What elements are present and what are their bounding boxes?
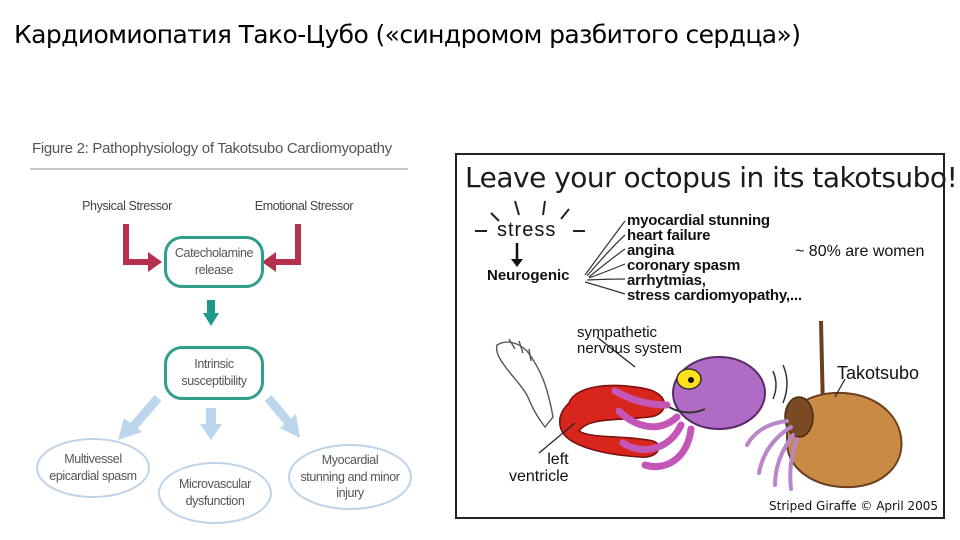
motion-lines xyxy=(773,365,787,403)
left-ventricle-line1: left xyxy=(509,451,569,468)
effect-item: angina xyxy=(627,243,802,258)
outcome-microvascular: Microvascular dysfunction xyxy=(158,462,272,524)
effect-item: coronary spasm xyxy=(627,258,802,273)
stress-label: stress xyxy=(497,219,556,242)
outcome-arrow-center xyxy=(200,408,222,440)
outcome-myocardial: Myocardial stunning and minor injury xyxy=(288,444,412,510)
intrinsic-susceptibility-label: Intrinsic susceptibility xyxy=(167,356,261,390)
effect-item: myocardial stunning xyxy=(627,213,802,228)
effect-lines xyxy=(585,221,625,294)
neurogenic-label: Neurogenic xyxy=(487,267,570,284)
catecholamine-box: Catecholamine release xyxy=(164,236,264,288)
sympathetic-label: sympathetic nervous system xyxy=(577,325,682,357)
women-label: ~ 80% are women xyxy=(795,243,924,261)
effect-item: heart failure xyxy=(627,228,802,243)
outcome-multivessel-label: Multivessel epicardial spasm xyxy=(48,451,138,485)
catecholamine-label: Catecholamine release xyxy=(167,245,261,279)
outcome-arrow-right xyxy=(268,398,300,438)
takotsubo-cartoon: Leave your octopus in its takotsubo! xyxy=(455,153,945,519)
emotional-stressor-arrow xyxy=(262,224,298,272)
sympathetic-line2: nervous system xyxy=(577,341,682,357)
left-ventricle-line2: ventricle xyxy=(509,468,569,485)
credit-label: Striped Giraffe © April 2005 xyxy=(769,499,938,513)
physical-stressor-arrow xyxy=(126,224,162,272)
effect-item: arrhytmias, xyxy=(627,273,802,288)
outcome-myocardial-label: Myocardial stunning and minor injury xyxy=(300,452,400,503)
outcome-microvascular-label: Microvascular dysfunction xyxy=(172,476,258,510)
down-arrow xyxy=(203,300,219,326)
outcome-multivessel: Multivessel epicardial spasm xyxy=(36,438,150,498)
takotsubo-label: Takotsubo xyxy=(837,363,919,384)
hand-icon xyxy=(497,342,553,427)
effects-list: myocardial stunning heart failure angina… xyxy=(627,213,802,303)
effect-item: stress cardiomyopathy,... xyxy=(627,288,802,303)
sympathetic-line1: sympathetic xyxy=(577,325,682,341)
octopus-icon xyxy=(673,357,765,429)
intrinsic-susceptibility-box: Intrinsic susceptibility xyxy=(164,346,264,400)
outcome-arrow-left xyxy=(118,398,158,440)
left-ventricle-label: left ventricle xyxy=(509,451,569,485)
